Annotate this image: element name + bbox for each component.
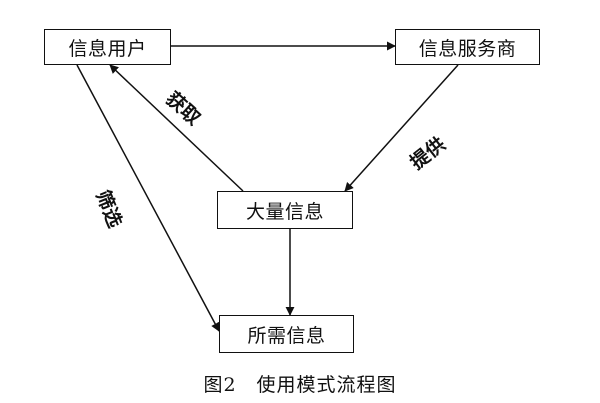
edge-info-to-user bbox=[109, 64, 244, 192]
edge-provider-to-info bbox=[344, 64, 459, 192]
node-needed-information: 所需信息 bbox=[219, 315, 354, 353]
figure-caption: 图2 使用模式流程图 bbox=[203, 374, 397, 396]
node-massive-information: 大量信息 bbox=[217, 191, 353, 229]
node-info-user: 信息用户 bbox=[44, 29, 171, 65]
edge-user-to-needed bbox=[76, 64, 220, 332]
node-info-service-provider: 信息服务商 bbox=[395, 29, 540, 65]
